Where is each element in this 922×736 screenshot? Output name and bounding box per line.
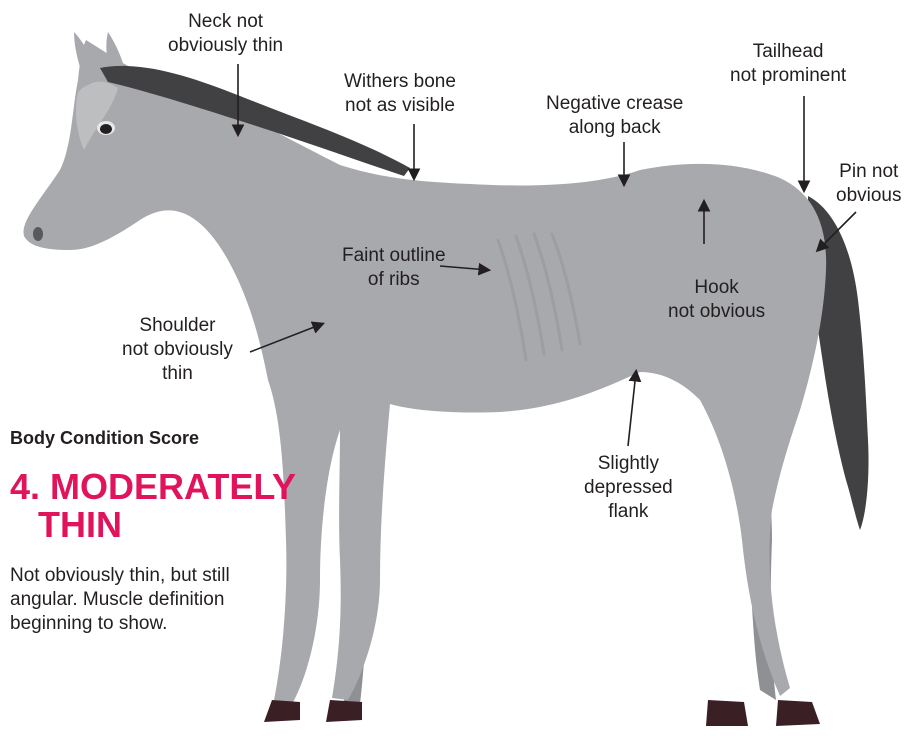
score-description: Not obviously thin, but still angular. M…	[10, 564, 260, 636]
hoof-hind-near	[776, 700, 820, 726]
horse-pupil	[100, 124, 112, 134]
hoof-front-near	[264, 700, 300, 722]
horse-nostril	[33, 227, 43, 241]
score-title-line2: THIN	[10, 506, 296, 544]
score-heading: Body Condition Score	[10, 428, 199, 449]
score-title-line1: 4. MODERATELY	[10, 468, 296, 506]
arrow-flank	[628, 372, 636, 446]
score-title: 4. MODERATELY THIN	[10, 468, 296, 544]
hoof-front-far	[326, 700, 362, 722]
hoof-hind-far	[706, 700, 748, 726]
